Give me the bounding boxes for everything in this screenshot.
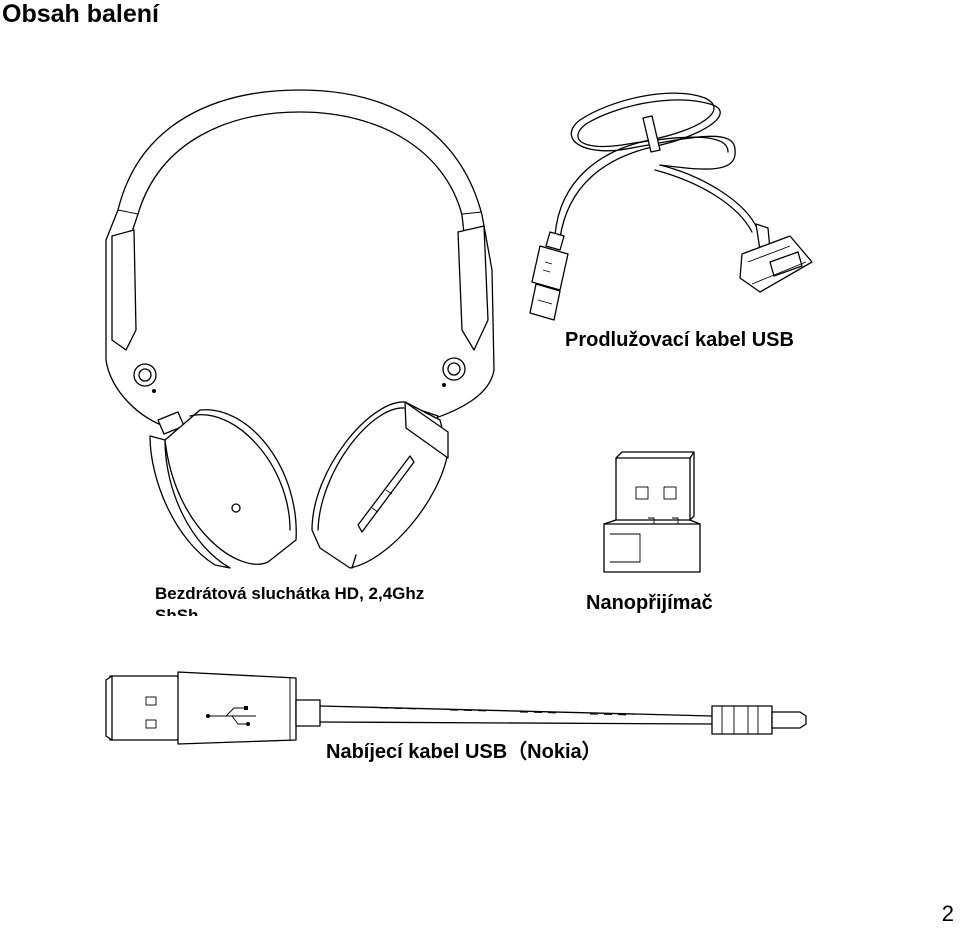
- page-number: 2: [941, 901, 954, 926]
- headphones-label-cut: ShSh: [155, 606, 199, 616]
- headphones-label: Bezdrátová sluchátka HD, 2,4Ghz: [155, 584, 425, 603]
- page-title: Obsah balení: [2, 0, 159, 28]
- extension-cable-label: Prodlužovací kabel USB: [565, 329, 794, 351]
- receiver-label: Nanopřijímač: [586, 592, 713, 614]
- charging-cable-label: Nabíjecí kabel USB（Nokia）: [326, 741, 602, 763]
